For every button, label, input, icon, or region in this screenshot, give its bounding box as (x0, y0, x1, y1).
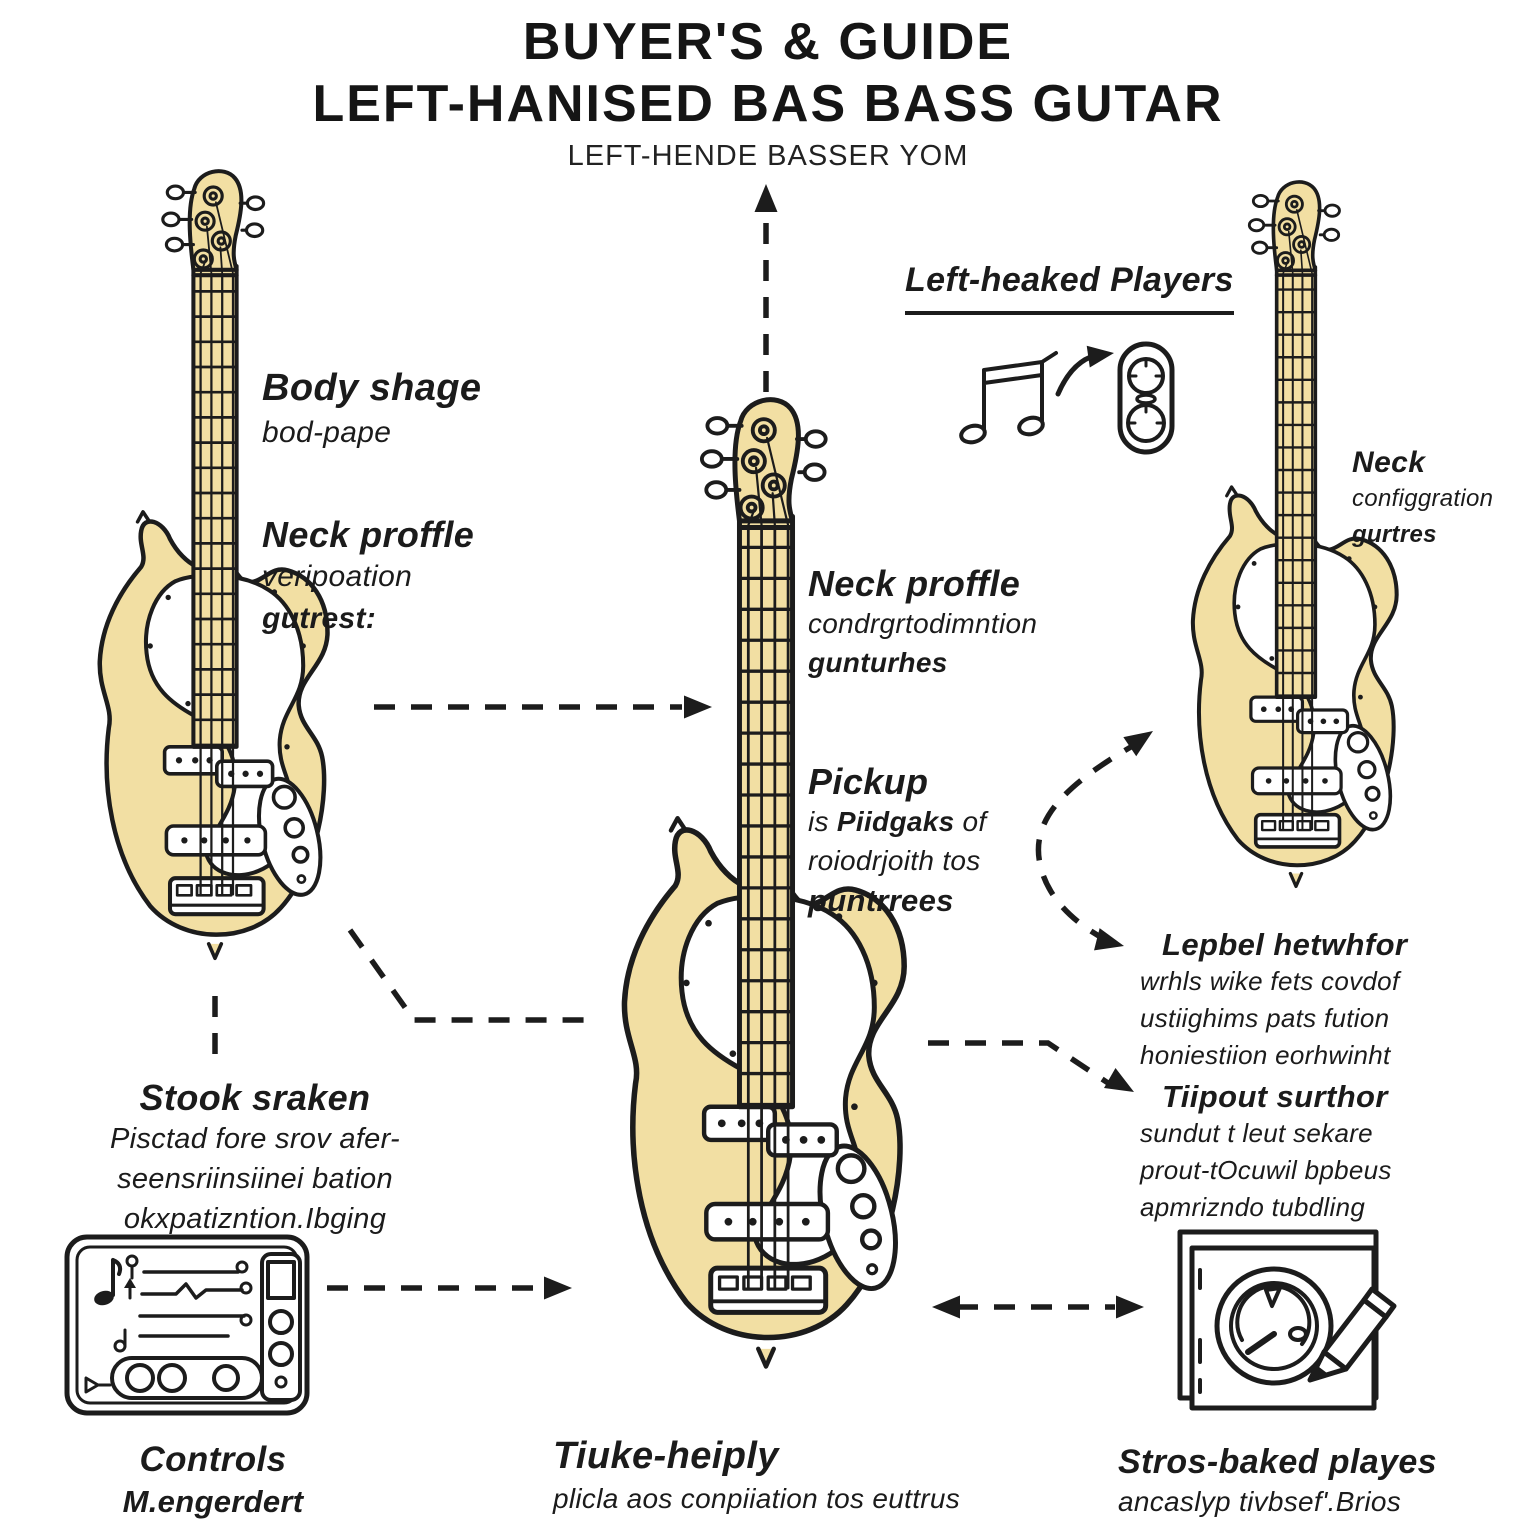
label-heading: Body shage (262, 367, 482, 409)
label-line: is Piidgaks of (808, 806, 987, 838)
label-neck-config-right: Neck configgration gurtres (1352, 445, 1493, 553)
music-note-icon (959, 351, 1058, 445)
label-line: gunturhes (808, 646, 948, 678)
label-heading: Stook sraken (139, 1077, 371, 1118)
section-left-heaked-players: Left-heaked Players (905, 260, 1234, 315)
curve-right-guitar-lepbel (1035, 737, 1145, 943)
caption-tiuke: Tiuke-heiply plicla aos conpiiation tos … (553, 1434, 960, 1518)
label-line: ustiighims pats fution (1140, 1003, 1390, 1034)
caption-heading: Tiuke-heiply (553, 1435, 779, 1477)
players-icon-group (959, 341, 1175, 455)
label-line: wrhls wike fets covdof (1140, 966, 1400, 997)
label-line: veripoation (262, 560, 413, 594)
label-pickup: Pickup is Piidgaks of roiodrjoith tos pu… (808, 760, 987, 923)
pencil-icon (1307, 1286, 1397, 1383)
label-line: prout-tOcuwil bpbeus (1140, 1155, 1392, 1186)
label-line: sundut t leut sekare (1140, 1118, 1373, 1149)
controls-panel-icon (64, 1234, 310, 1416)
label-stook: Stook sraken Pisctad fore srov afer- see… (50, 1076, 460, 1239)
label-line: gutrest: (262, 601, 377, 635)
label-line: okxpatizntion.Ibging (123, 1203, 387, 1236)
caption-heading: Controls (139, 1440, 287, 1479)
page-title-line2: LEFT-HANISED BAS BASS GUTAR (312, 75, 1224, 133)
label-line: apmrizndo tubdling (1140, 1192, 1366, 1222)
caption-line: M.engerdert (122, 1484, 304, 1519)
caption-line: plicla aos conpiiation tos euttrus (553, 1482, 961, 1514)
label-line: gurtres (1352, 521, 1437, 548)
label-line: condrgrtodimntion (808, 608, 1038, 640)
label-heading: Neck proffle (808, 563, 1021, 604)
caption-stros: Stros-baked playes ancaslyp tivbsef'.Bri… (1118, 1442, 1437, 1521)
page-title-line1: BUYER'S & GUIDE (522, 13, 1014, 71)
label-line: Pisctad fore srov afer- (109, 1123, 401, 1156)
line-left-body-down (347, 928, 592, 1023)
label-heading: Neck proffle (262, 514, 475, 555)
curved-arrow-icon (1055, 345, 1114, 397)
label-lepbel: Lepbel hetwhfor wrhls wike fets covdof u… (1140, 926, 1408, 1074)
label-heading: Neck (1352, 446, 1426, 479)
caption-controls: Controls M.engerdert (83, 1439, 343, 1524)
tuner-socket-icon (1117, 341, 1175, 455)
label-body-shape: Body shage bod-pape (262, 366, 481, 453)
caption-heading: Stros-baked playes (1118, 1443, 1437, 1481)
label-heading: Lepbel hetwhfor (1162, 927, 1408, 962)
label-line: puntrrees (808, 883, 954, 919)
caption-line: ancaslyp tivbsef'.Brios (1118, 1485, 1402, 1517)
label-heading: Tiipout surthor (1162, 1079, 1388, 1114)
label-line: seensriinsiinei bation (117, 1163, 393, 1196)
gauge-pencil-icon (1177, 1229, 1397, 1411)
arrow-middle-to-tiipout (928, 1040, 1110, 1086)
label-line: configgration (1352, 485, 1494, 512)
label-neck-profile-middle: Neck proffle condrgrtodimntion gunturhes (808, 562, 1037, 682)
label-neck-profile-left: Neck proffle veripoation gutrest: (262, 513, 474, 639)
label-heading: Pickup (808, 761, 929, 802)
label-line: bod-pape (262, 415, 392, 449)
label-line: roiodrjoith tos (808, 844, 981, 876)
section-heading: Left-heaked Players (905, 260, 1234, 315)
page-subtitle: LEFT-HENDE BASSER YOM (567, 140, 969, 172)
label-line: honiestiion eorhwinht (1140, 1040, 1391, 1070)
gauge-dial-icon (1214, 1266, 1334, 1386)
label-tiipout: Tiipout surthor sundut t leut sekare pro… (1140, 1078, 1392, 1226)
